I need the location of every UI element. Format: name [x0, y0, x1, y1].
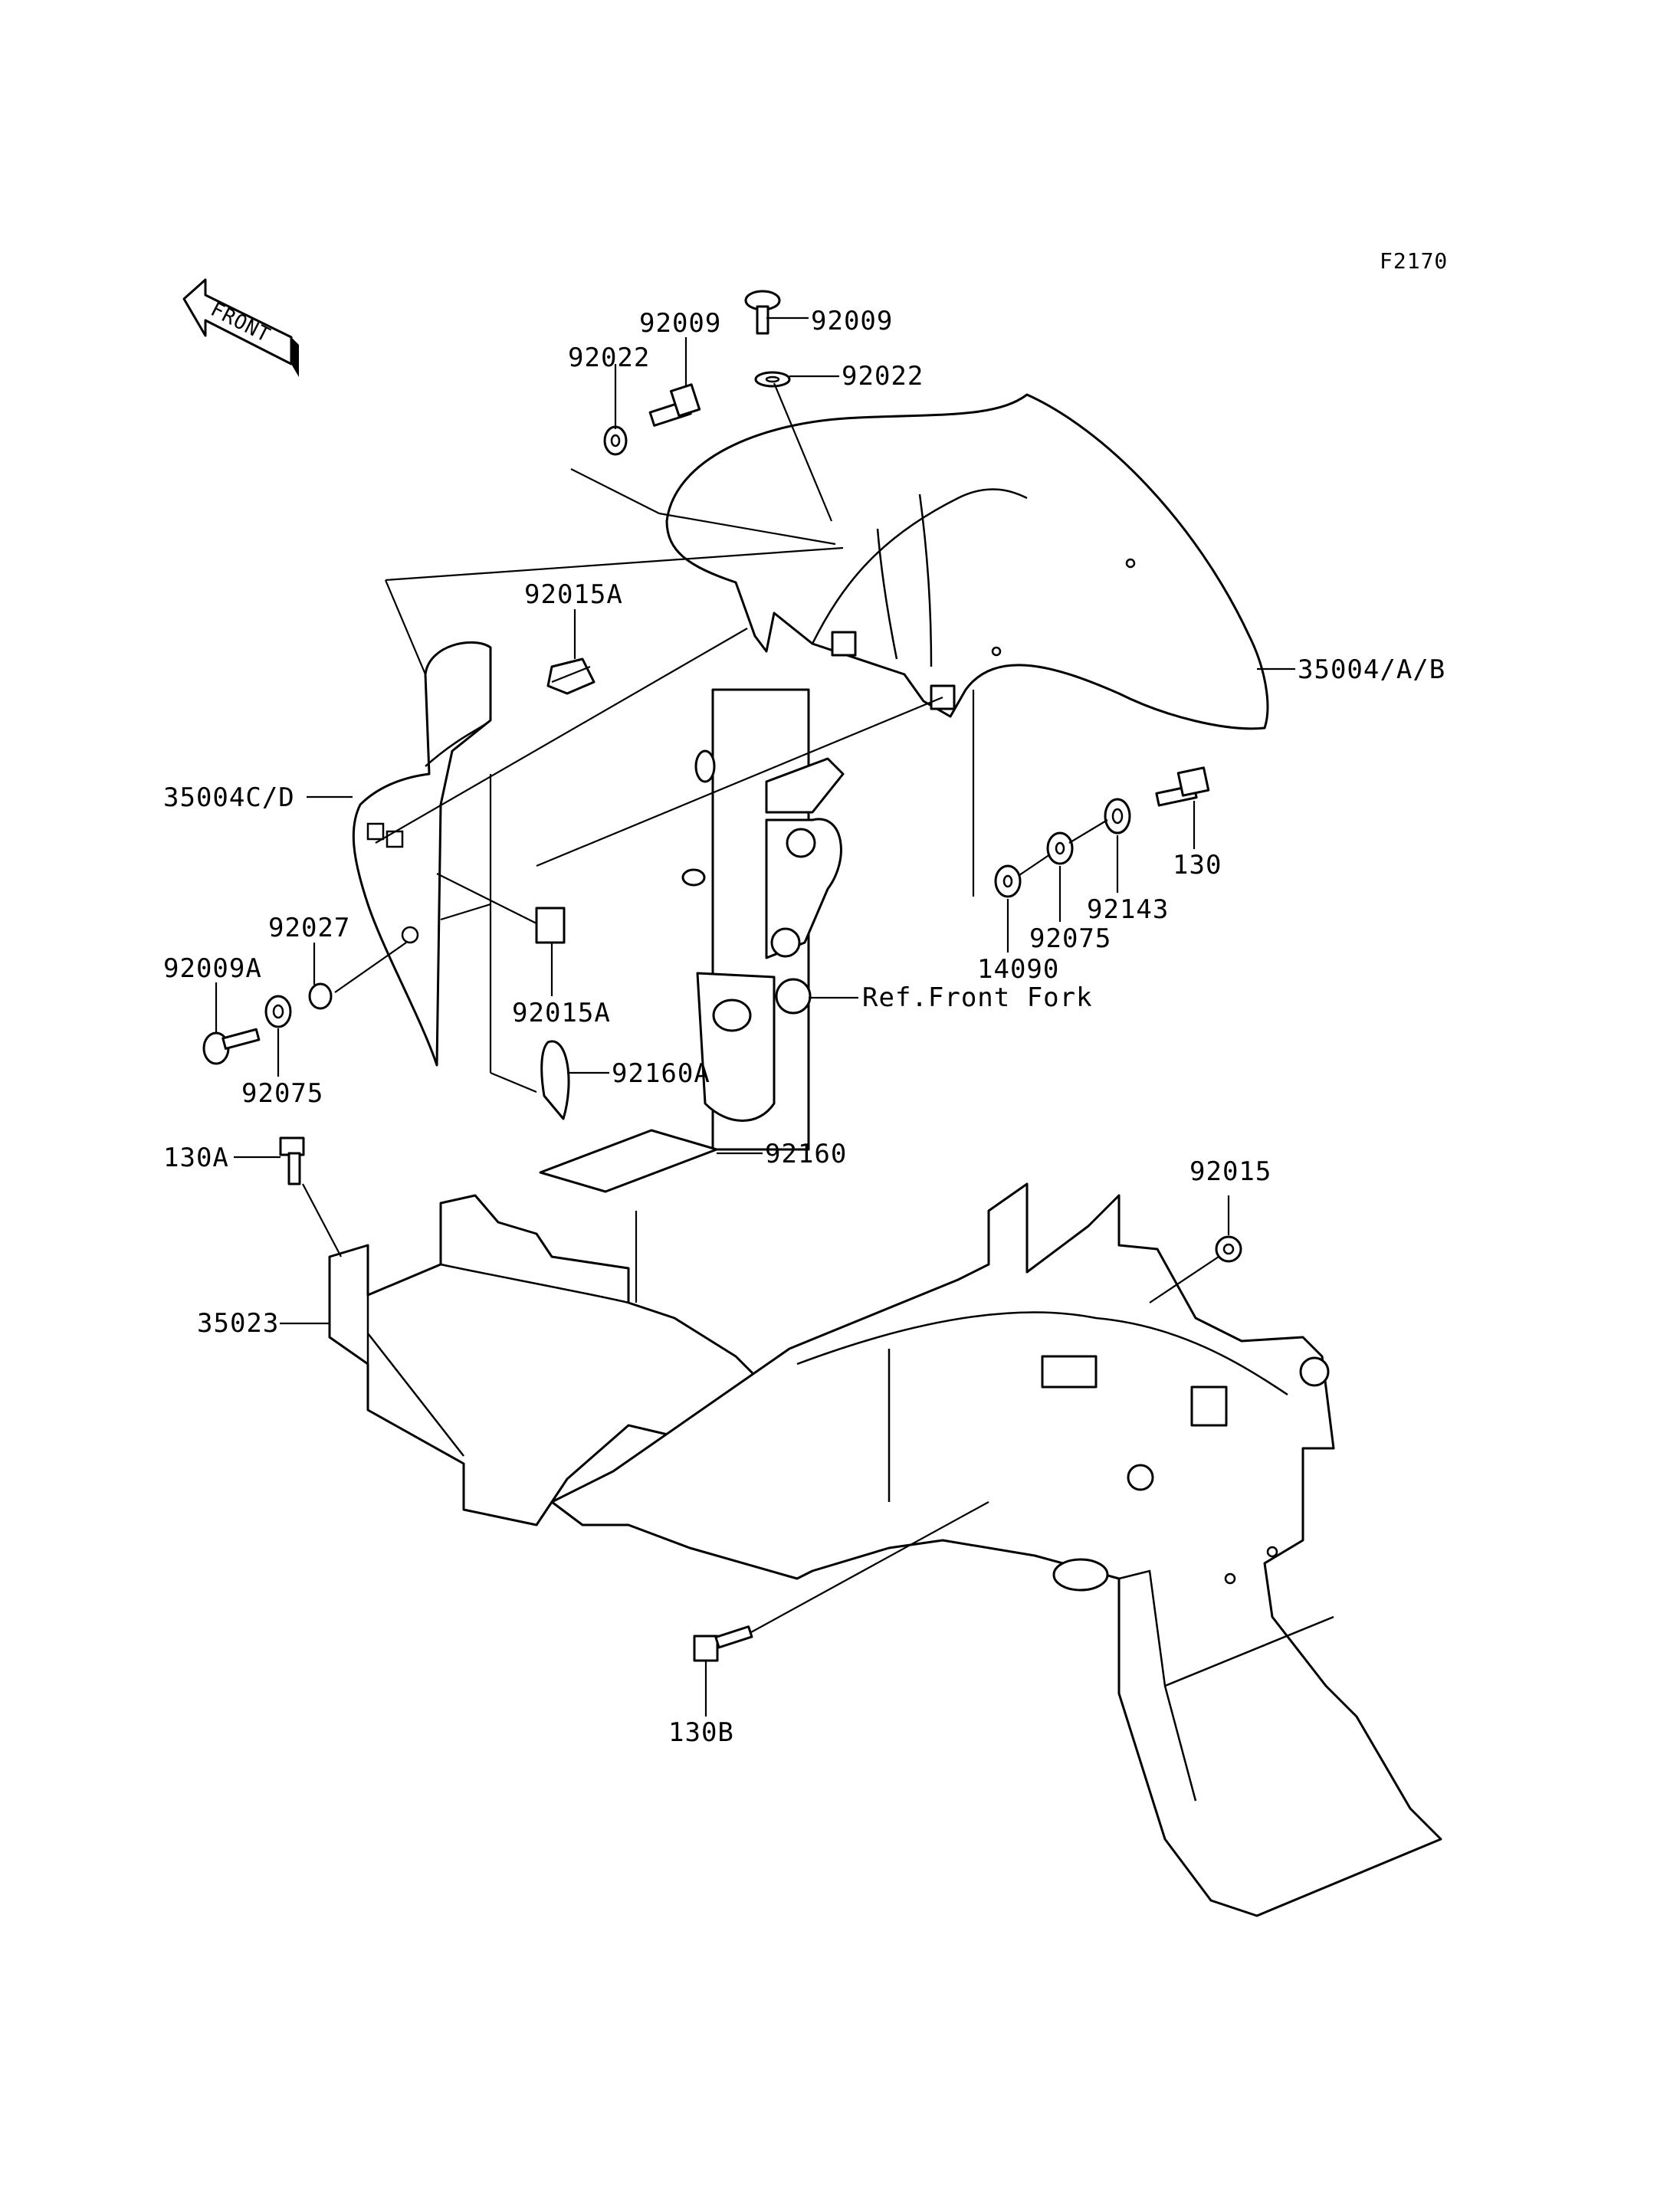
label-pad-92160a: 92160A [612, 1058, 710, 1089]
label-bolt-92009-right: 92009 [811, 306, 893, 336]
label-tray-35023: 35023 [197, 1308, 279, 1339]
callout-lines [215, 316, 1295, 1717]
label-front-fork-ref: Ref.Front Fork [862, 982, 1093, 1013]
label-washer-92075-side: 92075 [241, 1078, 323, 1109]
inner-fender [352, 641, 492, 1067]
front-arrow-icon: FRONT [182, 278, 299, 377]
label-clip-92015a-upper: 92015A [524, 579, 623, 610]
clip-92015a-lower-icon [535, 907, 566, 944]
bolt-130-icon [1155, 766, 1210, 807]
leader-lines [302, 382, 1219, 1633]
label-washer-92075-right: 92075 [1029, 923, 1111, 954]
washer-14090-icon [994, 864, 1022, 898]
label-collar-92143: 92143 [1087, 894, 1169, 925]
pad-92160-icon [539, 1129, 718, 1193]
label-bolt-92009-left: 92009 [639, 308, 721, 339]
label-bolt-130a: 130A [163, 1143, 229, 1173]
pad-92160a-icon [540, 1040, 570, 1120]
rear-tray [328, 1194, 760, 1526]
figure-code: F2170 [1380, 248, 1448, 274]
label-washer-92022-left: 92022 [568, 343, 650, 373]
label-bolt-130: 130 [1173, 850, 1222, 880]
collar-92027-icon [308, 982, 333, 1010]
clip-92015a-upper-icon [546, 657, 596, 695]
front-marker-label: FRONT [207, 298, 274, 348]
label-washer-92022-right: 92022 [842, 361, 924, 392]
bolt-130a-icon [279, 1136, 305, 1185]
label-front-fender: 35004/A/B [1298, 654, 1445, 685]
rear-fender [550, 1182, 1442, 1917]
label-bolt-92009a: 92009A [163, 953, 262, 984]
label-nut-92015: 92015 [1189, 1156, 1271, 1187]
washer-92075-side-icon [264, 995, 292, 1028]
washer-92022-right-icon [754, 371, 791, 388]
washer-92075-right-icon [1046, 831, 1074, 865]
bolt-92009-left-icon [648, 383, 701, 427]
label-clip-92015a-lower: 92015A [512, 998, 611, 1028]
label-collar-92027: 92027 [268, 913, 350, 943]
bolt-92009a-icon [202, 1028, 261, 1065]
washer-92022-left-icon [603, 425, 628, 456]
label-washer-14090: 14090 [977, 954, 1059, 985]
label-bolt-130b: 130B [668, 1717, 734, 1748]
collar-92143-icon [1104, 798, 1131, 835]
bolt-130b-icon [693, 1625, 753, 1662]
label-pad-92160: 92160 [765, 1139, 847, 1169]
front-fender [665, 393, 1269, 730]
front-fork [681, 688, 845, 1151]
label-inner-fender: 35004C/D [163, 782, 295, 813]
bolt-92009-right-icon [744, 290, 781, 335]
nut-92015-icon [1215, 1235, 1242, 1263]
